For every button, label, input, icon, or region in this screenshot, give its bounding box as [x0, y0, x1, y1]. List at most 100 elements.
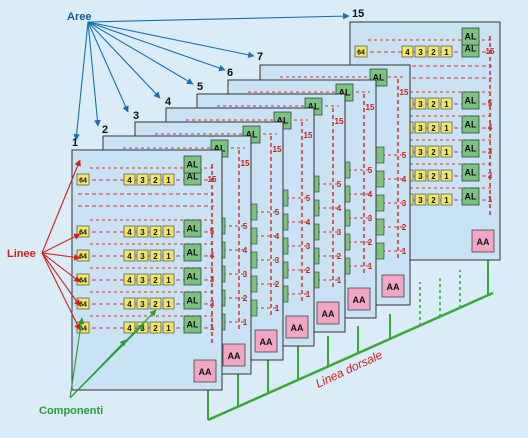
area-coupler	[316, 301, 340, 325]
line-coupler	[183, 219, 202, 238]
line-number: 1	[337, 276, 342, 285]
line-number: 5	[402, 151, 407, 160]
aree-arrow	[73, 21, 89, 141]
area-number-15: 15	[352, 8, 364, 20]
area-coupler-label: AA	[291, 323, 304, 333]
device-4	[123, 225, 136, 238]
device-label: 3	[140, 300, 145, 309]
area-coupler-label: AA	[353, 295, 366, 305]
device-label: 1	[444, 100, 449, 109]
device-4	[123, 297, 136, 310]
device-1	[162, 297, 175, 310]
area-coupler	[285, 315, 309, 339]
linee-arrow	[41, 252, 81, 331]
line-coupler-label: AL	[187, 224, 199, 234]
device-1	[162, 249, 175, 262]
power-supply-label: 64	[79, 254, 87, 261]
power-supply-label: 64	[79, 278, 87, 285]
device-label: 1	[166, 176, 171, 185]
area-number-2: 2	[102, 124, 108, 136]
device-1	[440, 193, 453, 206]
linee-arrow	[41, 252, 81, 307]
device-2	[427, 97, 440, 110]
line-number: 2	[275, 280, 280, 289]
device-label: 3	[418, 148, 423, 157]
componenti-arrow	[69, 309, 157, 399]
aree-label: Aree	[67, 11, 91, 23]
device-3	[136, 249, 149, 262]
device-label: 4	[127, 176, 132, 185]
device-label: 2	[153, 176, 158, 185]
power-supply-label: 64	[79, 178, 87, 185]
device-3	[136, 225, 149, 238]
line-number: 4	[306, 218, 311, 227]
device-3	[414, 169, 427, 182]
line-coupler	[183, 243, 202, 262]
device-3	[414, 97, 427, 110]
line-number: 5	[210, 227, 215, 236]
device-label: 3	[418, 172, 423, 181]
line-number: 3	[368, 214, 373, 223]
line-number: 5	[243, 222, 248, 231]
line-coupler	[461, 187, 480, 206]
device-label: 1	[166, 252, 171, 261]
device-2	[427, 169, 440, 182]
line-number: 5	[337, 180, 342, 189]
componenti-label: Componenti	[39, 405, 103, 417]
device-3	[414, 121, 427, 134]
device-label: 1	[166, 300, 171, 309]
device-1	[162, 173, 175, 186]
line-coupler-label: AL	[465, 96, 477, 106]
device-1	[440, 45, 453, 58]
device-2	[427, 193, 440, 206]
device-label: 4	[405, 48, 410, 57]
device-1	[440, 97, 453, 110]
device-label: 2	[153, 252, 158, 261]
device-1	[162, 273, 175, 286]
line-number: 4	[243, 246, 248, 255]
line-coupler-label: AL	[465, 120, 477, 130]
line-coupler	[461, 139, 480, 158]
line-coupler	[183, 291, 202, 310]
line-number: 3	[243, 270, 248, 279]
main-line-coupler-label: AL	[465, 32, 477, 42]
line-number: 15	[273, 145, 282, 154]
device-label: 1	[166, 276, 171, 285]
linee-arrow	[41, 252, 81, 261]
line-number: 1	[306, 290, 311, 299]
line-coupler-label: AL	[187, 248, 199, 258]
area-number-4: 4	[165, 96, 172, 108]
device-label: 2	[431, 100, 436, 109]
area-coupler-label: AA	[322, 309, 335, 319]
device-label: 2	[431, 48, 436, 57]
device-label: 4	[127, 300, 132, 309]
line-number: 15	[335, 117, 344, 126]
device-label: 1	[444, 48, 449, 57]
line-number: 4	[402, 175, 407, 184]
device-label: 2	[431, 124, 436, 133]
line-number: 4	[275, 232, 280, 241]
line-number: 3	[402, 199, 407, 208]
linee-arrow	[41, 252, 81, 283]
linee-arrow	[41, 233, 81, 254]
line-coupler-label: AL	[187, 296, 199, 306]
area-coupler	[347, 287, 371, 311]
area-number-6: 6	[227, 67, 233, 79]
backbone	[207, 252, 494, 422]
device-4	[401, 45, 414, 58]
line-number: 1	[402, 247, 407, 256]
area-number-3: 3	[133, 110, 139, 122]
linee-label: Linee	[7, 248, 36, 260]
device-3	[136, 297, 149, 310]
power-supply-label: 64	[79, 326, 87, 333]
line-coupler-label: AL	[187, 272, 199, 282]
line-number: 15	[304, 131, 313, 140]
device-3	[136, 173, 149, 186]
area-number-1: 1	[72, 137, 78, 149]
aree-arrow	[87, 21, 101, 127]
main-line-coupler-label: AL	[277, 116, 289, 126]
area-number-7: 7	[257, 51, 263, 63]
line-number: 4	[337, 204, 342, 213]
device-label: 4	[127, 276, 132, 285]
device-1	[440, 145, 453, 158]
